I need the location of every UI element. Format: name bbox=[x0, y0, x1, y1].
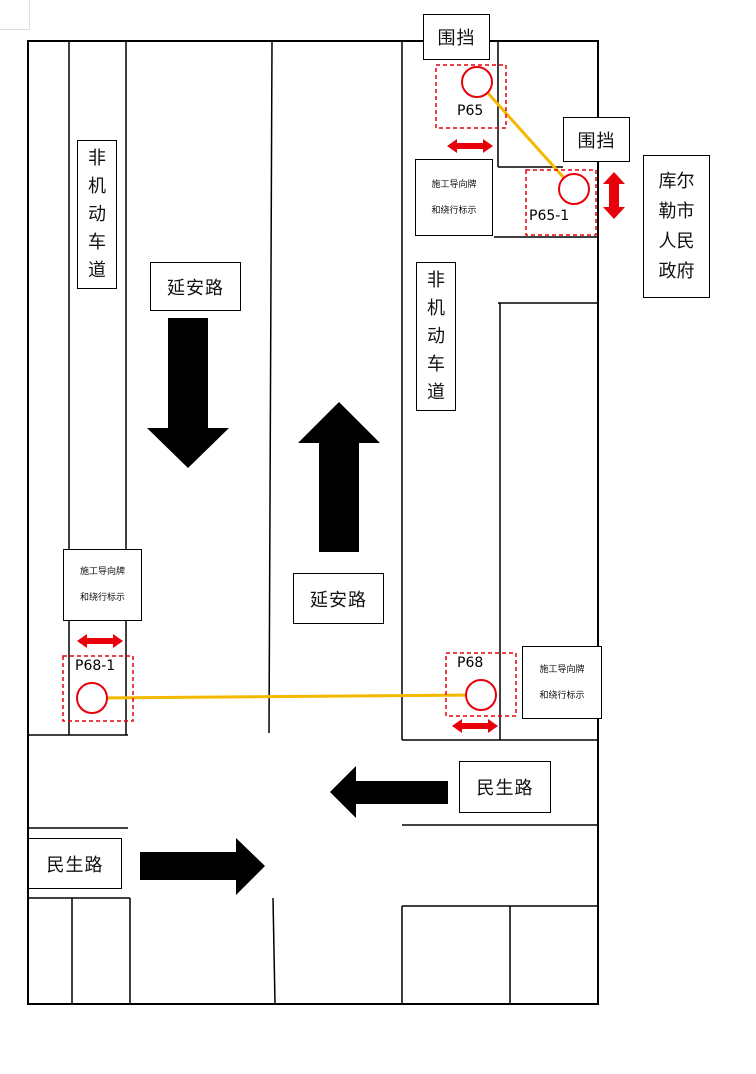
bottom-center-line bbox=[272, 897, 276, 1005]
pole-label-p65-1: P65-1 bbox=[529, 208, 570, 224]
shift-arrow-p68-icon bbox=[452, 719, 498, 733]
shift-arrow-p68-1-icon bbox=[77, 634, 123, 648]
government-line-4: 政府 bbox=[658, 260, 695, 282]
government-line-3: 人民 bbox=[658, 230, 695, 252]
yanan-road-label-lower: 延安路 bbox=[293, 573, 384, 624]
right-lane-char-1: 非 bbox=[427, 269, 445, 291]
pole-label-p65: P65 bbox=[457, 103, 484, 119]
page-corner-mark bbox=[0, 0, 30, 30]
pole-p68-icon bbox=[465, 679, 497, 711]
right-lane-char-3: 动 bbox=[427, 325, 445, 347]
arrow-left-icon bbox=[330, 766, 448, 818]
detour-sign-right-line1: 施工导向牌 bbox=[539, 664, 585, 675]
left-lane-char-4: 车 bbox=[88, 231, 106, 253]
shift-arrow-p65-icon bbox=[447, 139, 493, 153]
detour-sign-left-line2: 和绕行标示 bbox=[79, 593, 125, 603]
left-lane-char-3: 动 bbox=[88, 203, 106, 225]
arrow-right-icon bbox=[140, 838, 265, 895]
p65-dashed-box bbox=[435, 64, 507, 129]
pole-label-p68: P68 bbox=[457, 655, 484, 671]
detour-sign-top-line2: 和绕行标示 bbox=[431, 205, 477, 216]
detour-sign-right: 施工导向牌 和绕行标示 bbox=[522, 646, 602, 719]
pole-p68-1-icon bbox=[76, 682, 108, 714]
detour-sign-right-line2: 和绕行标示 bbox=[539, 690, 585, 701]
yanan-road-label-upper: 延安路 bbox=[150, 262, 241, 311]
arrow-up-icon bbox=[298, 402, 380, 552]
right-lane-char-5: 道 bbox=[427, 381, 445, 403]
detour-sign-left: 施工导向牌 和绕行标示 bbox=[63, 549, 142, 621]
arrow-down-icon bbox=[147, 318, 229, 468]
left-bike-lane-label: 非 机 动 车 道 bbox=[77, 140, 117, 289]
p68-dashed-box bbox=[445, 652, 517, 717]
government-line-2: 勒市 bbox=[658, 200, 695, 222]
detour-sign-left-line1: 施工导向牌 bbox=[79, 567, 125, 577]
p68-1-dashed-box bbox=[62, 655, 134, 722]
left-lane-char-5: 道 bbox=[88, 259, 106, 281]
government-building-label: 库尔 勒市 人民 政府 bbox=[643, 155, 710, 298]
minsheng-road-label-left: 民生路 bbox=[28, 838, 122, 889]
map-outer-frame bbox=[27, 40, 599, 1005]
detour-sign-top-line1: 施工导向牌 bbox=[431, 179, 477, 190]
right-lane-char-2: 机 bbox=[427, 297, 445, 319]
hoarding-label-top: 围挡 bbox=[423, 14, 490, 60]
right-lane-char-4: 车 bbox=[427, 353, 445, 375]
cable-p68-p68-1 bbox=[91, 693, 481, 700]
government-line-1: 库尔 bbox=[658, 170, 695, 192]
shift-arrow-p65-1-icon bbox=[603, 172, 625, 219]
p65-1-dashed-box bbox=[525, 169, 597, 236]
pole-p65-icon bbox=[461, 66, 493, 98]
pole-label-p68-1: P68-1 bbox=[75, 658, 116, 674]
left-lane-char-1: 非 bbox=[88, 147, 106, 169]
right-bike-lane-label: 非 机 动 车 道 bbox=[416, 262, 456, 411]
center-divider bbox=[268, 40, 273, 734]
hoarding-label-right: 围挡 bbox=[563, 117, 630, 162]
pole-p65-1-icon bbox=[558, 173, 590, 205]
minsheng-road-label-right: 民生路 bbox=[459, 761, 551, 813]
detour-sign-top: 施工导向牌 和绕行标示 bbox=[415, 159, 493, 236]
left-lane-char-2: 机 bbox=[88, 175, 106, 197]
